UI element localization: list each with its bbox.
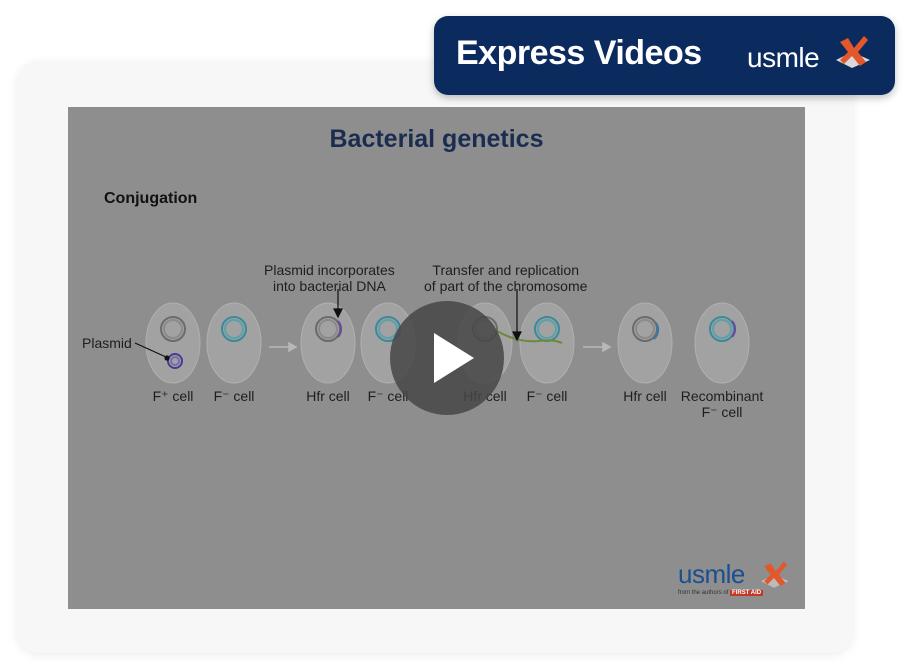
cell-8 [694, 302, 750, 384]
label-plasmid: Plasmid [82, 335, 132, 351]
cell-label-2: F⁻ cell [213, 388, 255, 404]
cell-label-1: F⁺ cell [152, 388, 194, 404]
slide-section: Conjugation [104, 190, 198, 207]
video-player[interactable]: Bacterial genetics Conjugation [68, 107, 805, 609]
express-videos-badge: Express Videos usmle [434, 16, 895, 95]
cell-label-6: F⁻ cell [526, 388, 568, 404]
cell-6 [519, 302, 575, 384]
play-button[interactable] [390, 301, 504, 415]
usmle-x-icon [830, 28, 874, 77]
logo-sub-brand: FIRST AID [730, 590, 764, 596]
slide-logo-sub: from the authors of FIRST AID [678, 590, 764, 596]
caption-plasmid-incorporates: Plasmid incorporates into bacterial DNA [264, 262, 395, 294]
slide-title: Bacterial genetics [329, 125, 544, 153]
cell-3 [300, 302, 356, 384]
cell-2 [206, 302, 262, 384]
caption-transfer-replication: Transfer and replication of part of the … [424, 262, 588, 294]
cell-label-4: F⁻ cell [367, 388, 409, 404]
badge-title: Express Videos [456, 34, 702, 72]
cell-1 [145, 302, 201, 384]
cell-label-8: Recombinant F⁻ cell [680, 388, 764, 420]
logo-sub-prefix: from the authors of [678, 590, 729, 596]
slide-logo-text: usmle [678, 559, 745, 589]
cell-label-3: Hfr cell [306, 388, 350, 404]
badge-logo-text: usmle [747, 42, 820, 73]
cell-7 [617, 302, 673, 384]
play-icon [434, 333, 474, 383]
usmle-x-icon [760, 561, 789, 588]
cell-label-7: Hfr cell [623, 388, 667, 404]
